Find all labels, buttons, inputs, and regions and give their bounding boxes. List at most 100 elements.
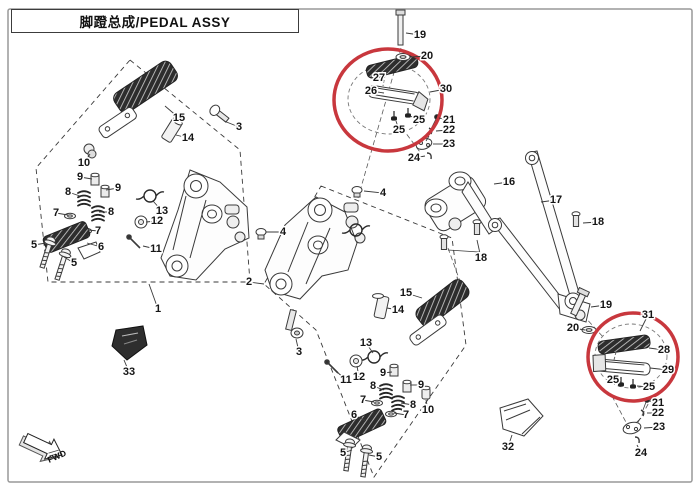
callout-leader-7 bbox=[393, 412, 407, 416]
middle-bushing-9a bbox=[389, 363, 399, 377]
bolt-18b bbox=[472, 219, 482, 235]
left-bushing-9b bbox=[100, 184, 110, 198]
part-callout-12: 12 bbox=[151, 215, 163, 227]
callout-leader-3 bbox=[295, 338, 300, 353]
middle-washer-12 bbox=[349, 354, 363, 368]
part-callout-18: 18 bbox=[592, 216, 604, 228]
callout-leader-25 bbox=[636, 385, 650, 388]
callout-leader-28 bbox=[648, 347, 665, 351]
part-callout-30: 30 bbox=[440, 83, 452, 95]
callout-leader-4 bbox=[363, 190, 384, 194]
right-main-bracket bbox=[264, 196, 371, 300]
middle-folding-peg-6 bbox=[335, 408, 387, 449]
left-heel-guard-33 bbox=[111, 325, 148, 361]
callout-leader-24 bbox=[636, 444, 642, 454]
top-washer-20 bbox=[395, 53, 411, 61]
part-callout-7: 7 bbox=[53, 207, 59, 219]
callout-leader-21 bbox=[648, 400, 659, 404]
callout-leader-19 bbox=[590, 304, 607, 308]
callout-leader-10 bbox=[83, 153, 91, 164]
part-callout-8: 8 bbox=[108, 206, 114, 218]
part-callout-24: 24 bbox=[635, 447, 648, 459]
callout-leader-7 bbox=[362, 399, 375, 403]
part-callout-5: 5 bbox=[31, 239, 37, 251]
highlight-layer bbox=[332, 47, 680, 403]
callout-leader-9 bbox=[382, 371, 393, 374]
callout-leader-15 bbox=[405, 292, 423, 299]
part-callout-8: 8 bbox=[410, 399, 416, 411]
right-pin-19 bbox=[570, 286, 591, 317]
callout-leader-5 bbox=[342, 449, 353, 454]
left-spring-8b bbox=[91, 205, 105, 222]
callout-leader-5 bbox=[63, 256, 75, 264]
part-callout-24: 24 bbox=[408, 152, 421, 164]
callout-leader-1 bbox=[148, 283, 159, 310]
part-callout-9: 9 bbox=[418, 379, 424, 391]
left-washer-12 bbox=[134, 215, 148, 229]
callout-leader-23 bbox=[643, 426, 660, 429]
part-callout-20: 20 bbox=[567, 322, 579, 334]
part-callout-4: 4 bbox=[280, 226, 287, 238]
callout-leader-17 bbox=[540, 199, 557, 203]
stay-arms-17 bbox=[488, 150, 591, 323]
part-callout-19: 19 bbox=[414, 29, 426, 41]
callout-leader-30 bbox=[429, 88, 447, 93]
part-callout-5: 5 bbox=[340, 447, 346, 459]
part-callout-25: 25 bbox=[643, 381, 655, 393]
part-callout-10: 10 bbox=[78, 157, 90, 169]
part-callout-7: 7 bbox=[403, 409, 409, 421]
left-bolt-5a bbox=[35, 234, 59, 270]
middle-washer-7a bbox=[371, 399, 383, 407]
left-bolt-5b bbox=[50, 246, 74, 282]
callout-leader-12 bbox=[145, 220, 158, 223]
callout-leader-32 bbox=[507, 434, 513, 448]
middle-bolt-3 bbox=[285, 308, 304, 339]
callout-leader-9 bbox=[79, 176, 93, 180]
callout-leader-5 bbox=[33, 242, 47, 246]
callout-leader-5 bbox=[368, 454, 380, 458]
callout-leader-8 bbox=[400, 402, 414, 406]
fwd-arrow: FWD bbox=[18, 432, 68, 465]
callout-leader-26 bbox=[370, 90, 385, 94]
callout-leader-11 bbox=[335, 370, 347, 381]
part-callout-17: 17 bbox=[550, 194, 562, 206]
middle-return-spring-13 bbox=[359, 350, 389, 364]
part-callout-25: 25 bbox=[607, 374, 619, 386]
part-callout-5: 5 bbox=[376, 451, 382, 463]
bottom-footpeg-group bbox=[592, 323, 668, 389]
left-washer-7a bbox=[64, 212, 76, 220]
callout-leader-3 bbox=[223, 120, 240, 128]
callout-leader-22 bbox=[435, 129, 450, 132]
part-callout-21: 21 bbox=[443, 114, 455, 126]
callout-leader-29 bbox=[649, 367, 669, 371]
bolt-18-leader-extra bbox=[447, 249, 480, 253]
part-callout-18: 18 bbox=[475, 252, 487, 264]
callout-leader-8 bbox=[67, 191, 81, 197]
highlight-left-footpeg-assembly bbox=[586, 311, 680, 403]
left-assembly-boundary bbox=[35, 59, 251, 283]
middle-assembly-boundary bbox=[263, 185, 467, 478]
part-callout-22: 22 bbox=[443, 124, 455, 136]
middle-bushing-9b bbox=[402, 379, 412, 393]
part-callout-14: 14 bbox=[182, 132, 195, 144]
highlight-right-footpeg-assembly bbox=[332, 47, 444, 153]
callout-leader-18 bbox=[476, 239, 482, 259]
left-spring-8a bbox=[77, 190, 91, 207]
part-callout-27: 27 bbox=[373, 72, 385, 84]
callout-leader-6 bbox=[86, 242, 102, 248]
page-border bbox=[7, 8, 693, 483]
callout-leader-25 bbox=[612, 379, 622, 383]
part-callout-15: 15 bbox=[400, 287, 412, 299]
callout-leader-6 bbox=[353, 414, 367, 422]
callout-leader-18 bbox=[582, 221, 599, 224]
diagram-title: 脚蹬总成/PEDAL ASSY bbox=[79, 15, 231, 30]
part-callout-25: 25 bbox=[393, 124, 405, 136]
callout-leader-7 bbox=[87, 229, 99, 232]
middle-spring-8a bbox=[379, 383, 393, 400]
part-callout-21: 21 bbox=[652, 397, 664, 409]
callout-leader-11 bbox=[142, 245, 157, 250]
callout-leader-13 bbox=[152, 200, 163, 212]
